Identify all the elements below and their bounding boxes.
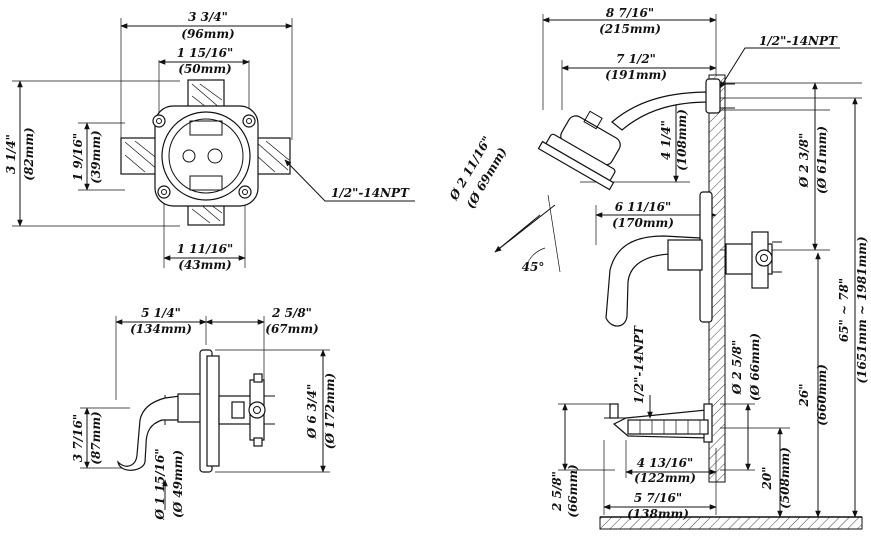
spout-height-label: 20" — [760, 467, 774, 491]
handle-height-mm-label: (87mm) — [89, 411, 103, 464]
spout-reach-label: 5 7/16" — [634, 491, 682, 505]
valve-inner-width-label: 1 15/16" — [177, 46, 234, 60]
spout-reach-inner-label: 4 13/16" — [637, 456, 694, 470]
valve-inner-height-mm-label: (39mm) — [89, 130, 103, 183]
valve-height-mm-label: (82mm) — [22, 127, 36, 180]
valve-front-view: 3 3/4" (96mm) 1 15/16" (50mm) 1 11/16" (… — [4, 10, 415, 272]
valve-width-label: 3 3/4" — [188, 10, 228, 24]
valve-inner-height-label: 1 9/16" — [71, 133, 85, 181]
flange-dia-label: Ø 2 3/8" — [797, 133, 811, 189]
total-reach-mm-label: (215mm) — [599, 22, 661, 36]
spout-npt-label: 1/2"-14NPT — [632, 325, 646, 404]
plate-dia-label: Ø 6 3/4" — [305, 384, 319, 440]
drop-label: 4 1/4" — [659, 120, 673, 160]
shower-assembly-view: 8 7/16" (215mm) 1/2"-14NPT 7 1/2" (191mm… — [446, 6, 869, 530]
shower-npt-label: 1/2"-14NPT — [759, 34, 838, 48]
arm-reach-label: 7 1/2" — [616, 52, 656, 66]
valve-npt-label: 1/2"-14NPT — [331, 186, 410, 200]
spout-drop-mm-label: (66mm) — [566, 464, 580, 517]
trim-depth-label: 5 1/4" — [141, 306, 181, 320]
trim-valve-depth-label: 2 5/8" — [271, 306, 312, 320]
total-reach-label: 8 7/16" — [606, 6, 654, 20]
valve-bottom-width-mm-label: (43mm) — [178, 258, 231, 272]
trim-side-view: 5 1/4" (134mm) 2 5/8" (67mm) 3 7/16" (87… — [71, 306, 337, 521]
angle-label: 45° — [522, 260, 545, 274]
handle-dia-label: Ø 1 15/16" — [153, 448, 167, 520]
valve-width-mm-label: (96mm) — [181, 27, 234, 41]
arm-reach-mm-label: (191mm) — [605, 68, 667, 82]
valve-inner-width-mm-label: (50mm) — [178, 62, 231, 76]
spout-reach-inner-mm-label: (122mm) — [634, 471, 696, 485]
spout-height-mm-label: (508mm) — [778, 447, 792, 509]
trim-valve-depth-mm-label: (67mm) — [265, 322, 318, 336]
height-to-valve-mm-label: (660mm) — [815, 364, 829, 426]
valve-height-label: 3 1/4" — [4, 134, 18, 174]
spout-flange-mm-label: (Ø 66mm) — [748, 333, 762, 401]
handle-reach-mm-label: (170mm) — [612, 216, 674, 230]
handle-height-label: 3 7/16" — [71, 414, 85, 462]
trim-depth-mm-label: (134mm) — [130, 322, 192, 336]
spout-flange-label: Ø 2 5/8" — [730, 340, 744, 396]
height-to-valve-label: 26" — [797, 384, 811, 408]
spout-reach-mm-label: (138mm) — [627, 507, 689, 521]
valve-bottom-width-label: 1 11/16" — [177, 242, 234, 256]
height-to-head-label: 65" ~ 78" — [837, 278, 851, 342]
drop-mm-label: (108mm) — [675, 109, 689, 171]
handle-reach-label: 6 11/16" — [615, 200, 672, 214]
handle-dia-mm-label: (Ø 49mm) — [171, 450, 185, 518]
height-to-head-mm-label: (1651mm ~ 1981mm) — [855, 236, 869, 383]
spout-drop-label: 2 5/8" — [550, 471, 564, 512]
flange-dia-mm-label: (Ø 61mm) — [815, 126, 829, 194]
plate-dia-mm-label: (Ø 172mm) — [323, 373, 337, 449]
